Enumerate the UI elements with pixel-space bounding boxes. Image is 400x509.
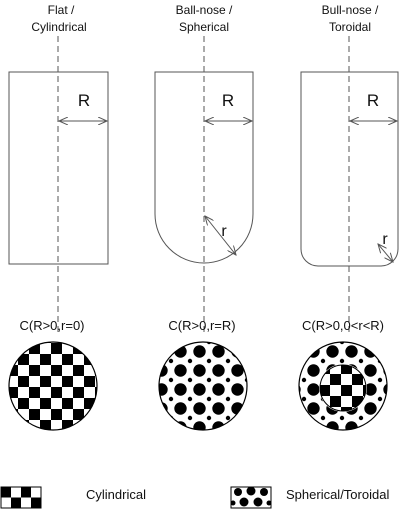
- ballnose-footprint-pattern: [159, 342, 247, 430]
- ballnose-big-radius-label: R: [222, 91, 234, 110]
- bullnose-footprint-circle: [298, 341, 388, 431]
- tool-ballnose: Ball-nose / Spherical R r C(R>0,r=R): [154, 3, 254, 431]
- flat-footprint-circle: [8, 341, 98, 431]
- legend-cylindrical-swatch: [0, 486, 42, 509]
- legend-spherical-swatch: [230, 486, 272, 509]
- flat-formula: C(R>0,r=0): [19, 318, 84, 333]
- ballnose-small-radius-label: r: [221, 223, 227, 240]
- bullnose-inner-circle: [319, 364, 367, 412]
- tool-bullnose-title-line2: Toroidal: [329, 20, 371, 34]
- bullnose-tool-profile: [300, 71, 399, 267]
- bullnose-formula: C(R>0,0<r<R): [302, 318, 384, 333]
- tool-bullnose: Bull-nose / Toroidal R r C(R>0,0<r<R): [298, 3, 399, 431]
- ballnose-tool-profile: [154, 71, 254, 264]
- tool-ballnose-title-line2: Spherical: [179, 20, 229, 34]
- ballnose-corner-radius-arrow: [205, 216, 236, 255]
- legend: Cylindrical Spherical/Toroidal: [0, 486, 389, 509]
- tool-ballnose-title-line1: Ball-nose /: [176, 3, 233, 17]
- legend-cylindrical-label: Cylindrical: [86, 487, 146, 502]
- flat-footprint-pattern: [9, 342, 97, 430]
- tool-flat-title-line2: Cylindrical: [31, 20, 86, 34]
- ballnose-formula: C(R>0,r=R): [168, 318, 235, 333]
- flat-big-radius-label: R: [78, 91, 90, 110]
- legend-spherical-label: Spherical/Toroidal: [286, 487, 389, 502]
- tool-flat-title-line1: Flat /: [48, 3, 75, 17]
- bullnose-corner-radius-arrow: [378, 244, 393, 262]
- bullnose-big-radius-label: R: [367, 91, 379, 110]
- ballnose-footprint-circle: [158, 341, 248, 431]
- tool-flat: Flat / Cylindrical R C(R>0,r=0): [8, 3, 109, 431]
- tool-bullnose-title-line1: Bull-nose /: [322, 3, 379, 17]
- bullnose-footprint-checker: [320, 365, 366, 411]
- bullnose-small-radius-label: r: [382, 231, 388, 248]
